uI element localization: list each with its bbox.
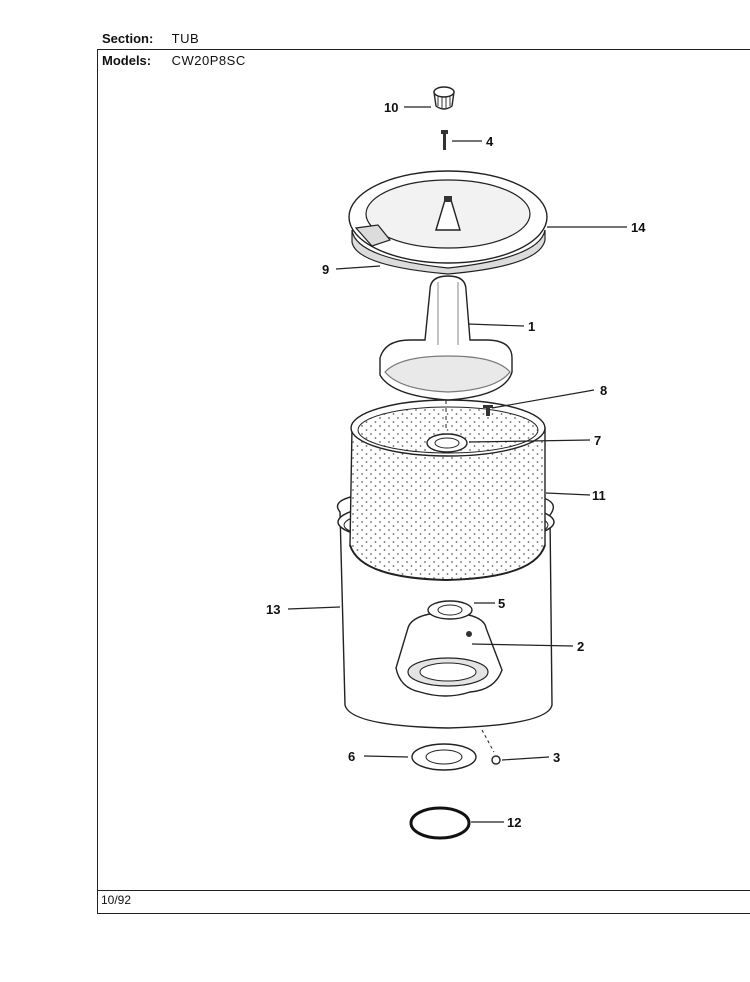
agitator-cap-part (433, 86, 455, 110)
leader-lines (287, 106, 627, 823)
section-label: Section: (102, 31, 154, 46)
models-value: CW20P8SC (171, 53, 246, 68)
callout-12: 12 (507, 815, 521, 830)
callout-1: 1 (528, 319, 535, 334)
callout-8: 8 (600, 383, 607, 398)
tub-boot-part (395, 600, 503, 697)
callout-14: 14 (631, 220, 646, 235)
section-row: Section: TUB (102, 31, 199, 46)
callout-9: 9 (322, 262, 329, 277)
models-label: Models: (102, 53, 152, 68)
nut-part-3 (491, 755, 501, 765)
diagram-frame (97, 49, 750, 914)
callout-5: 5 (498, 596, 505, 611)
mounting-plate-part (411, 743, 477, 771)
footer-date: 10/92 (101, 893, 132, 907)
callout-7: 7 (594, 433, 601, 448)
callout-6: 6 (348, 749, 355, 764)
callout-13: 13 (266, 602, 280, 617)
inner-basket-part (349, 399, 546, 582)
section-value: TUB (171, 31, 200, 46)
hub-ring-part (426, 433, 468, 453)
callout-2: 2 (577, 639, 584, 654)
callout-3: 3 (553, 750, 560, 765)
callout-4: 4 (486, 134, 494, 149)
agitator-part (379, 275, 513, 401)
callout-11: 11 (592, 488, 606, 503)
bolt-part-4 (441, 130, 448, 150)
balance-ring-part (348, 170, 548, 275)
callout-labels: 10 4 14 9 1 8 7 11 13 5 2 6 3 12 (266, 100, 646, 830)
screw-part-8 (483, 405, 493, 416)
footer-divider (97, 890, 750, 891)
o-ring-part (409, 806, 471, 840)
callout-10: 10 (384, 100, 398, 115)
models-row: Models: CW20P8SC (102, 53, 246, 68)
